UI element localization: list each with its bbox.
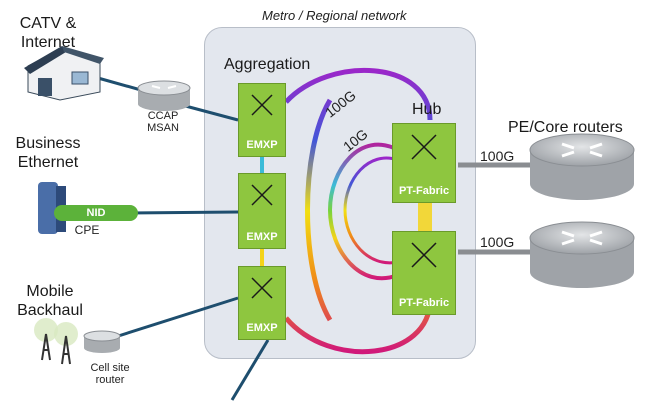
emxp-node-3-label: EMXP xyxy=(246,322,278,334)
pt-fabric-node-1-label: PT-Fabric xyxy=(398,185,450,197)
link-downstream xyxy=(230,339,270,401)
cross-connect-icon xyxy=(411,242,437,268)
cross-connect-icon xyxy=(251,184,273,206)
ring-10g-arc xyxy=(327,142,399,281)
ccap-router-icon xyxy=(137,80,191,111)
hub-interconnect xyxy=(418,203,432,231)
emxp-node-1-label: EMXP xyxy=(246,139,278,151)
cell-router-label: Cell site router xyxy=(90,362,130,386)
emxp-node-2[interactable]: EMXP xyxy=(238,173,286,249)
link-mobile xyxy=(111,296,239,340)
emxp-node-1[interactable]: EMXP xyxy=(238,83,286,157)
emxp-node-3[interactable]: EMXP xyxy=(238,266,286,340)
hub-label: Hub xyxy=(412,101,442,118)
pe-router-1 xyxy=(529,133,635,200)
cpe-label: CPE xyxy=(74,223,100,237)
ring-100g xyxy=(284,67,433,355)
cell-tower-icon xyxy=(34,318,78,365)
pe-router-2 xyxy=(529,221,635,288)
ccap-label: CCAP MSAN xyxy=(147,110,179,134)
nid-tag: NID xyxy=(54,205,138,221)
cross-connect-icon xyxy=(251,94,273,116)
diagram-title: Metro / Regional network xyxy=(262,8,407,23)
business-label: Business Ethernet xyxy=(15,135,81,171)
pt-fabric-node-1[interactable]: PT-Fabric xyxy=(392,123,456,203)
emxp-node-2-label: EMXP xyxy=(246,231,278,243)
aggregation-label: Aggregation xyxy=(224,56,311,73)
mobile-label: Mobile Backhaul xyxy=(17,283,83,319)
cross-connect-icon xyxy=(251,277,273,299)
pt-fabric-node-2[interactable]: PT-Fabric xyxy=(392,231,456,315)
pt-fabric-node-2-label: PT-Fabric xyxy=(398,297,450,309)
nid-label: NID xyxy=(86,207,106,219)
cell-router-icon xyxy=(83,330,121,353)
catv-label: CATV & Internet xyxy=(19,15,77,51)
link-pe-1-label: 100G xyxy=(480,148,515,164)
pe-routers-label: PE/Core routers xyxy=(508,119,623,136)
link-business xyxy=(127,210,239,215)
link-pe-2-label: 100G xyxy=(480,234,515,250)
cross-connect-icon xyxy=(411,134,437,160)
ring-10g-arc-2 xyxy=(343,156,399,265)
house-icon xyxy=(24,46,104,101)
